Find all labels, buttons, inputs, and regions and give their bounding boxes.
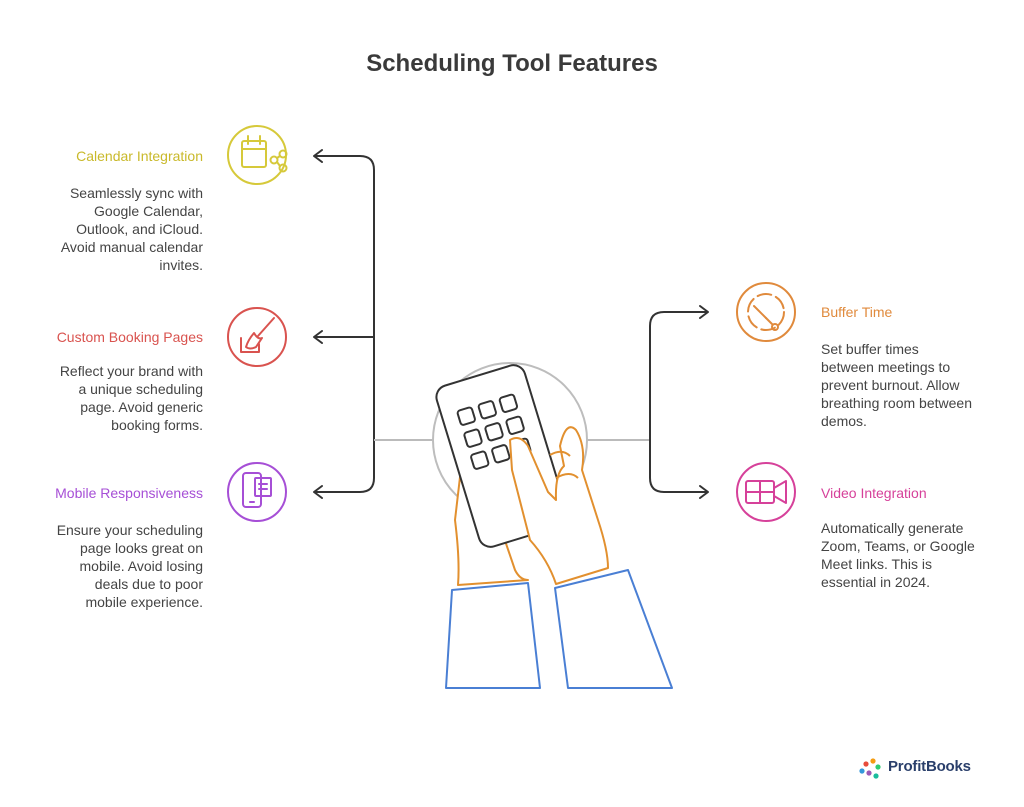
- feature-description: Set buffer times between meetings to pre…: [821, 341, 972, 429]
- arrow-mobile: [313, 485, 323, 499]
- left-connectors: [313, 149, 375, 499]
- profitbooks-logo: ProfitBooks: [860, 758, 971, 775]
- connector-video: [649, 439, 707, 493]
- calendar-share-icon: [227, 125, 288, 185]
- diagram-title: Scheduling Tool Features: [366, 50, 658, 77]
- arrow-buffer: [699, 305, 709, 319]
- arrow-video: [699, 485, 709, 499]
- connector-buffer: [649, 311, 707, 441]
- feature-description: Ensure your scheduling page looks great …: [56, 522, 203, 610]
- feature-title: Custom Booking Pages: [56, 329, 203, 345]
- arrow-booking: [313, 330, 323, 344]
- profitbooks-logo-icon: [859, 758, 881, 779]
- feature-description: Reflect your brand with a unique schedul…: [59, 363, 203, 433]
- timer-icon: [736, 282, 796, 342]
- feature-title: Video Integration: [821, 485, 927, 501]
- connector-calendar: [315, 155, 375, 441]
- feature-description: Automatically generate Zoom, Teams, or G…: [821, 520, 975, 590]
- hands-tablet-icon: [432, 362, 673, 689]
- feature-title: Buffer Time: [821, 304, 893, 320]
- mobile-page-icon: [227, 462, 287, 522]
- feature-description: Seamlessly sync with Google Calendar, Ou…: [60, 185, 203, 273]
- connector-mobile: [315, 439, 375, 493]
- right-connectors: [649, 305, 709, 499]
- paintbrush-icon: [227, 307, 287, 367]
- logo-text: ProfitBooks: [888, 758, 971, 775]
- feature-title: Mobile Responsiveness: [55, 485, 203, 501]
- feature-title: Calendar Integration: [76, 148, 203, 164]
- arrow-calendar: [313, 149, 323, 163]
- video-camera-icon: [736, 462, 796, 522]
